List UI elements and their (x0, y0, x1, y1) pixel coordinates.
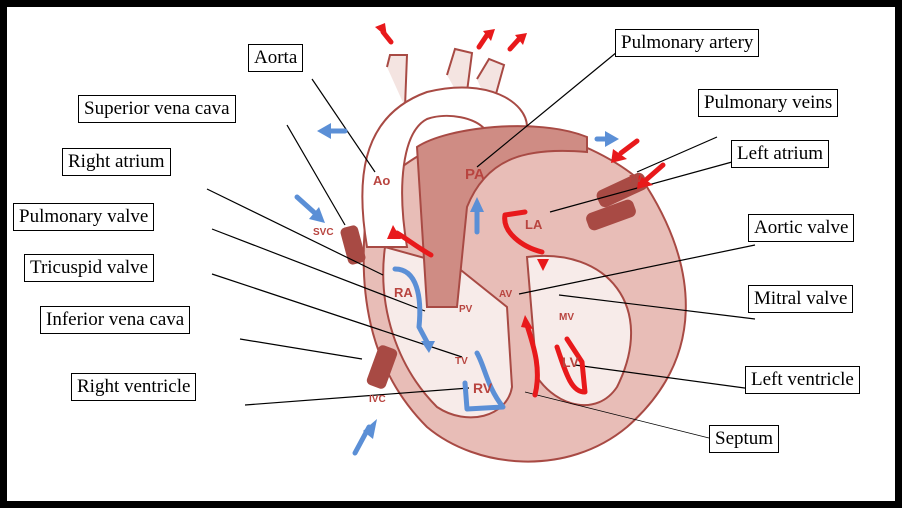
abbr-pa: PA (465, 166, 485, 183)
branch-arrow-2-shaft (479, 35, 487, 47)
svc-vessel (341, 226, 366, 265)
leader-pulmonary-veins (637, 137, 717, 172)
abbr-ra: RA (394, 285, 413, 300)
label-mitral-valve: Mitral valve (748, 285, 853, 313)
label-pulmonary-veins: Pulmonary veins (698, 89, 838, 117)
abbr-pv-veins: PV (629, 174, 643, 185)
label-aorta: Aorta (248, 44, 303, 72)
abbr-pv: PV (459, 304, 473, 315)
label-left-atrium: Left atrium (731, 140, 829, 168)
abbr-ao: Ao (373, 173, 390, 188)
leader-svc (287, 125, 345, 225)
label-superior-vena-cava: Superior vena cava (78, 95, 236, 123)
leader-aorta (312, 79, 375, 172)
left-arrow-icon (317, 123, 331, 139)
label-pulmonary-artery: Pulmonary artery (615, 29, 759, 57)
abbr-av: AV (499, 289, 512, 300)
branch-arrow-3-shaft (510, 39, 519, 49)
label-right-atrium: Right atrium (62, 148, 171, 176)
right-arrow-icon (605, 131, 619, 147)
abbr-svc: SVC (313, 227, 334, 238)
svc-arrow-shaft (297, 197, 317, 215)
label-aortic-valve: Aortic valve (748, 214, 854, 242)
label-pulmonary-valve: Pulmonary valve (13, 203, 154, 231)
diagram-frame: Ao PA SVC RA PV AV TV RV IVC LA MV LV PV… (7, 7, 895, 501)
branch-arrow-1-icon (375, 23, 387, 37)
pv-arrow-upper-shaft (621, 141, 637, 153)
abbr-la: LA (525, 217, 543, 232)
label-right-ventricle: Right ventricle (71, 373, 196, 401)
abbr-tv: TV (455, 356, 468, 367)
abbr-ivc: IVC (369, 394, 386, 405)
label-inferior-vena-cava: Inferior vena cava (40, 306, 190, 334)
label-tricuspid-valve: Tricuspid valve (24, 254, 154, 282)
label-left-ventricle: Left ventricle (745, 366, 860, 394)
abbr-mv: MV (559, 312, 574, 323)
abbr-rv: RV (473, 380, 493, 396)
abbr-lv: LV (562, 354, 580, 370)
label-septum: Septum (709, 425, 779, 453)
heart-anatomy (341, 49, 686, 462)
leader-ivc (240, 339, 362, 359)
